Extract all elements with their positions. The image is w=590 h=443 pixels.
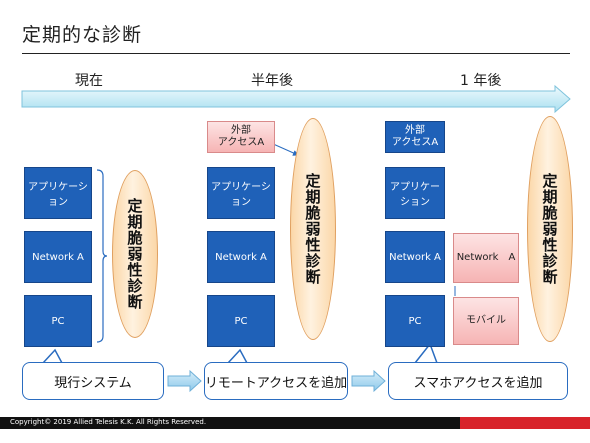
external-access-box: 外部 アクセスA [207,121,275,153]
scope-bracket [96,169,108,343]
layer-network: Network A [24,231,92,283]
phase-label-one-year: 1 年後 [460,73,502,89]
layer-application: アプリケーション [24,167,92,219]
layer-application: アプリケーション [207,167,275,219]
stage-callout-remote: リモートアクセスを追加 [204,362,348,400]
stage-arrow [351,369,386,393]
phase-label-half-year: 半年後 [251,73,293,89]
title-underline [22,53,570,54]
added-network-box: Network A [453,233,519,283]
phase-label-now: 現在 [75,73,103,89]
assessment-ellipse: 定期脆弱性診断 [290,118,336,340]
layer-pc: PC [207,295,275,347]
layer-pc: PC [24,295,92,347]
layer-pc: PC [385,295,445,347]
added-mobile-box: モバイル [453,297,519,345]
assessment-ellipse: 定期脆弱性診断 [527,116,573,342]
stage-callout-smartphone: スマホアクセスを追加 [388,362,568,400]
assessment-ellipse: 定期脆弱性診断 [112,170,158,338]
layer-network: Network A [207,231,275,283]
copyright-text: Copyright© 2019 Allied Telesis K.K. All … [10,418,207,426]
footer-bar [0,417,590,429]
slide-title: 定期的な診断 [22,24,143,46]
stage-arrow [167,369,202,393]
external-access-box: 外部 アクセスA [385,121,445,153]
layer-network: Network A [385,231,445,283]
layer-application: アプリケーション [385,167,445,219]
timeline-arrow [21,84,571,114]
stage-callout-current: 現行システム [22,362,164,400]
